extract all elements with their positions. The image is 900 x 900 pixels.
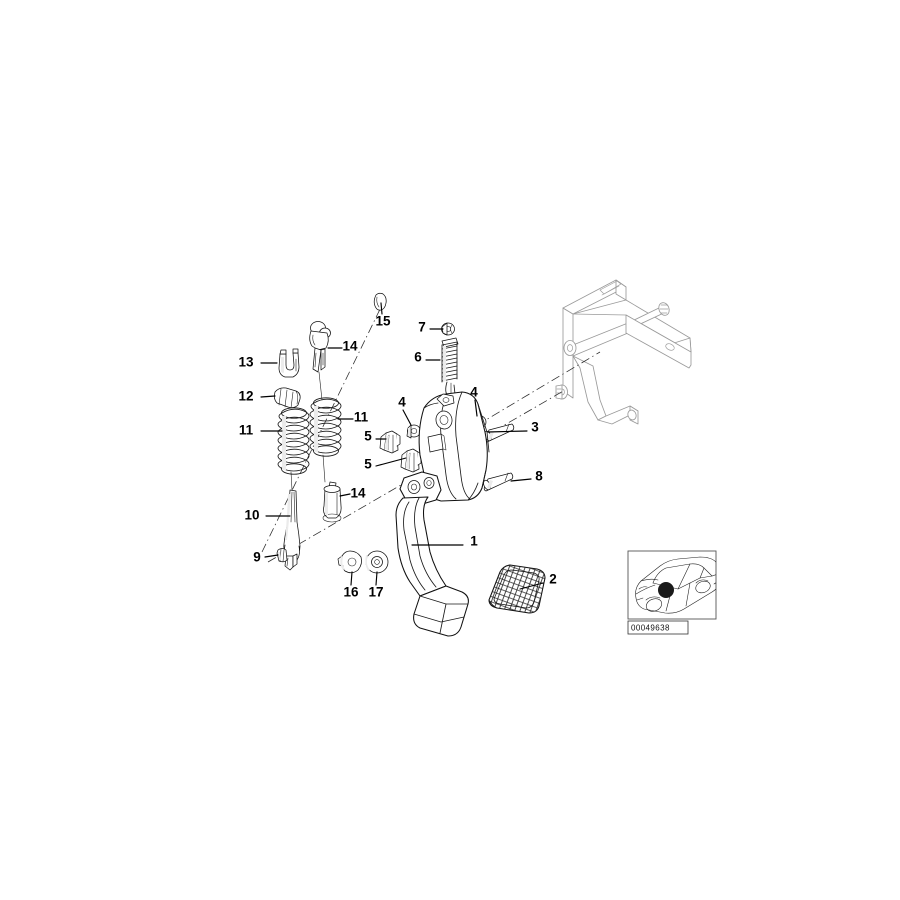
part-2-clutch-pedal-rubber-pad: [488, 564, 546, 614]
callout-number-4b: 4: [398, 395, 406, 410]
callout-number-11a: 11: [239, 423, 254, 438]
callout-number-13: 13: [238, 355, 254, 370]
callout-number-1: 1: [470, 534, 478, 549]
pedal-mounting-bracket-ghost: [555, 279, 692, 425]
callout-number-3: 3: [531, 420, 539, 435]
part-14b-bearing-bush-lower: [322, 481, 342, 523]
leader-line-16: [350, 571, 353, 586]
callout-number-5a: 5: [364, 429, 372, 444]
part-11b-compression-spring-right: [309, 371, 342, 483]
leader-line-15: [380, 302, 383, 315]
callout-number-8: 8: [535, 469, 543, 484]
part-14a-bearing-bush-upper: [309, 321, 331, 373]
part-10-push-rod: [283, 471, 301, 571]
inset-frame: [627, 550, 717, 620]
part-6-return-spring: [441, 337, 459, 398]
inset-id-box: [627, 620, 689, 635]
part-4b-bushing-lower: [406, 424, 421, 439]
callout-number-16: 16: [343, 585, 359, 600]
leader-line-14b: [339, 493, 351, 497]
spring-coils-right: [309, 397, 342, 457]
part-1-clutch-pedal-arm: [395, 391, 490, 637]
leader-line-2: [519, 582, 544, 590]
leader-line-3: [487, 430, 528, 433]
callout-number-9: 9: [253, 550, 261, 565]
part-5b-retaining-clip-lower: [400, 448, 422, 473]
pad-grip-texture: [489, 565, 545, 613]
callout-leader-lines: [260, 302, 544, 590]
leader-line-5b: [375, 457, 407, 467]
leader-line-4a: [474, 399, 478, 417]
part-3-pin: [484, 423, 515, 443]
callout-number-14b: 14: [350, 486, 366, 501]
vehicle-location-inset: 00049638: [627, 550, 717, 635]
callout-number-15: 15: [375, 314, 391, 329]
part-5a-retaining-clip-upper: [379, 430, 401, 454]
callout-number-17: 17: [368, 585, 383, 600]
spring-coils-left: [277, 407, 310, 475]
spring-6-coils: [441, 341, 458, 383]
leader-line-9: [264, 554, 279, 558]
part-15-dowel-pin: [373, 292, 387, 311]
callout-number-11b: 11: [354, 410, 369, 425]
callout-number-14a: 14: [342, 339, 358, 354]
callout-number-2: 2: [549, 572, 557, 587]
callout-number-5b: 5: [364, 457, 372, 472]
part-16-grommet: [337, 550, 362, 574]
leader-line-12: [260, 395, 276, 398]
callout-number-12: 12: [238, 389, 253, 404]
inset-vehicle-drawing: [635, 556, 716, 614]
location-marker-dot: [658, 582, 674, 598]
part-11a-compression-spring-left: [277, 407, 310, 475]
leader-line-8: [510, 478, 532, 482]
assembly-axis-lines: [261, 302, 601, 563]
leader-line-17: [375, 571, 378, 586]
callout-number-6: 6: [414, 350, 422, 365]
part-17-washer-cap: [365, 550, 389, 574]
part-9-clip: [276, 548, 288, 563]
leader-line-4b: [402, 409, 412, 426]
part-12-spring-clip: [273, 387, 301, 409]
part-13-retainer-clip: [278, 348, 300, 378]
callout-number-4a: 4: [470, 385, 478, 400]
callout-number-10: 10: [244, 508, 259, 523]
callout-number-7: 7: [418, 320, 426, 335]
part-8-pin: [483, 472, 514, 492]
diagram-id-text: 00049638: [631, 624, 670, 633]
